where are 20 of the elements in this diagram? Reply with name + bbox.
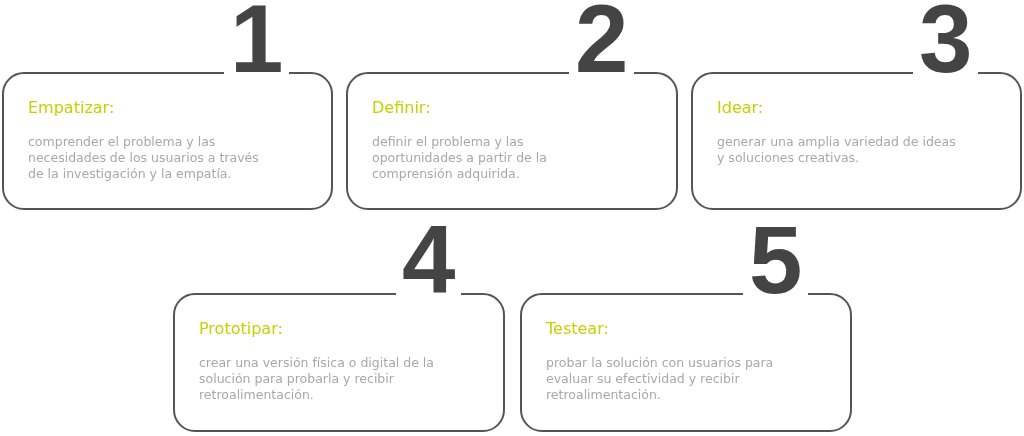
step-number: 5: [743, 225, 809, 295]
step-description: generar una amplia variedad de ideas y soluciones creativas.: [717, 134, 957, 166]
step-description: crear una versión física o digital de la solución para probarla y recibir retroalimentación.: [199, 355, 435, 403]
step-heading: Testear:: [546, 319, 609, 338]
step-number: 4: [396, 225, 462, 295]
step-number: 3: [913, 4, 979, 74]
step-card: [173, 293, 505, 432]
step-heading: Idear:: [717, 98, 764, 117]
step-heading: Empatizar:: [28, 98, 115, 117]
step-heading: Definir:: [372, 98, 431, 117]
step-card: [2, 72, 333, 210]
step-description: definir el problema y las oportunidades a partir de la comprensión adquirida.: [372, 134, 548, 182]
step-description: comprender el problema y las necesidades de los usuarios a través de la investigación y la empatía.: [28, 134, 260, 182]
step-card: [520, 293, 852, 432]
step-number: 1: [224, 4, 290, 74]
step-heading: Prototipar:: [199, 319, 283, 338]
step-number: 2: [569, 4, 635, 74]
step-card: [346, 72, 678, 210]
step-description: probar la solución con usuarios para evaluar su efectividad y recibir retroalimentación.: [546, 355, 775, 403]
step-card: [691, 72, 1022, 210]
